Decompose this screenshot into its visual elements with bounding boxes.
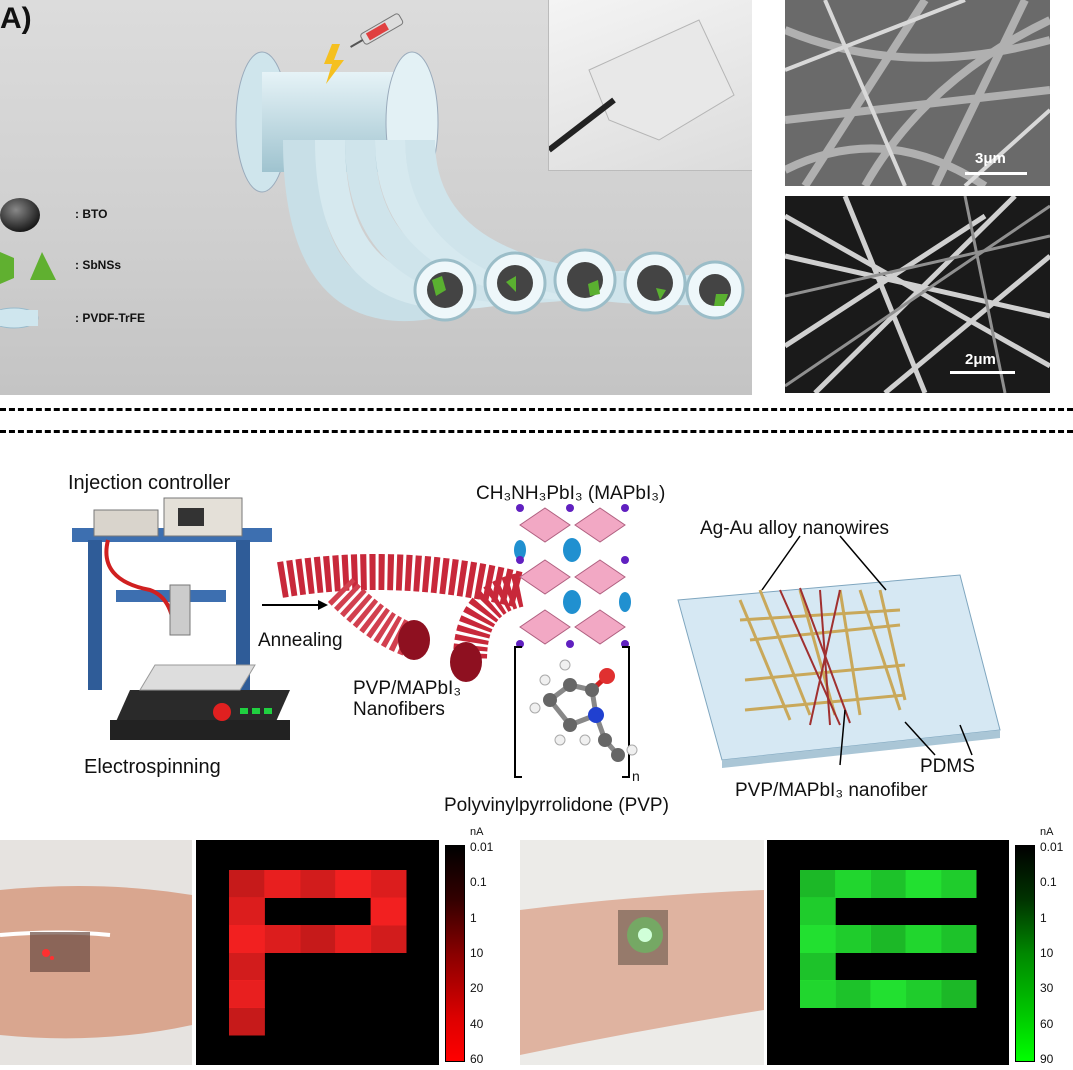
- heatmap-cell: [229, 925, 265, 953]
- heatmap-cell: [905, 980, 942, 1008]
- colorbar-tick-label: 60: [470, 1052, 484, 1066]
- colorbar-green: [1015, 845, 1035, 1062]
- colorbar-tick-label: 0.1: [1040, 875, 1057, 890]
- heatmap-cell: [370, 925, 407, 953]
- heatmap-cell: [800, 925, 836, 953]
- heatmap-p: [196, 840, 439, 1065]
- heatmap-cell: [264, 925, 301, 953]
- heatmap-cell: [264, 870, 301, 898]
- colorbar-tick-label: 30: [1040, 981, 1054, 996]
- colorbar-tick-label: 10: [470, 946, 484, 960]
- heatmap-cell: [335, 870, 372, 898]
- scalebar-label-top: 3μm: [975, 150, 1006, 167]
- heatmap-cell: [370, 870, 407, 898]
- injection-controller-label: Injection controller: [68, 472, 231, 494]
- sem-image-bottom: 2μm: [785, 196, 1050, 393]
- pdms-device-icon: [677, 535, 1001, 768]
- heatmap-cell: [800, 952, 836, 981]
- heatmap-cell: [299, 870, 336, 898]
- electrospinning-fiber-diagram: [0, 13, 745, 329]
- heatmap-cell: [940, 980, 977, 1008]
- heatmap-cell: [940, 925, 977, 953]
- heatmap-cell: [335, 925, 372, 953]
- annealing-label: Annealing: [258, 630, 343, 651]
- colorbar-tick-label: 90: [1040, 1052, 1054, 1066]
- colorbar-tick-label: 10: [1040, 946, 1054, 960]
- sem-image-top: 3μm: [785, 0, 1050, 186]
- pvp-subscript-label: n: [632, 768, 640, 784]
- heatmap-e: [767, 840, 1009, 1065]
- heatmap-cell: [229, 897, 265, 926]
- dashed-separator-bottom: [0, 430, 1073, 433]
- colorbar-tick-label: 20: [470, 981, 484, 996]
- heatmap-cell: [835, 980, 871, 1008]
- pdms-label: PDMS: [920, 756, 975, 777]
- colorbar-tick-label: 1: [470, 910, 477, 925]
- ag-au-nanowires-label: Ag-Au alloy nanowires: [700, 518, 890, 539]
- colorbar-green-ticks: 0.01 0.1 1 10 30 60 90: [1040, 840, 1073, 1066]
- colorbar-tick-label: 0.01: [1040, 840, 1064, 854]
- heatmap-cell: [370, 897, 407, 926]
- colorbar-red: [445, 845, 465, 1062]
- colorbar-tick-label: 0.01: [470, 840, 494, 854]
- panel-a-illustration: A): [0, 0, 752, 395]
- dashed-separator-top: [0, 408, 1073, 411]
- electrospinning-machine-icon: [72, 497, 290, 740]
- mapbi3-label: CH₃NH₃PbI₃ (MAPbI₃): [476, 483, 666, 504]
- colorbar-red-ticks: 0.01 0.1 1 10 20 40 60: [470, 840, 510, 1066]
- legend-bto: : BTO: [75, 207, 108, 221]
- heatmap-cell: [299, 925, 336, 953]
- heatmap-cell: [940, 870, 977, 898]
- sphere-icon: [0, 198, 40, 232]
- heatmap-cell: [905, 925, 942, 953]
- nanofibers-label-line2: Nanofibers: [353, 699, 445, 720]
- electrospinning-label: Electrospinning: [84, 756, 221, 778]
- inset-film-photo: [547, 0, 752, 171]
- legend-pvdf-trfe: : PVDF-TrFE: [75, 311, 146, 325]
- arm-photo-green: [520, 840, 764, 1065]
- colorbar-tick-label: 0.1: [470, 875, 487, 890]
- nanofiber-tubes-icon: [277, 554, 525, 682]
- heatmap-cell: [870, 980, 907, 1008]
- pvp-label: Polyvinylpyrrolidone (PVP): [444, 795, 669, 816]
- heatmap-cell: [800, 897, 836, 926]
- colorbar-tick-label: 40: [470, 1016, 484, 1031]
- hexagon-triangle-icon: [0, 252, 14, 284]
- heatmap-cell: [229, 980, 265, 1008]
- heatmap-cell: [870, 870, 907, 898]
- legend-sbnss: : SbNSs: [75, 258, 122, 272]
- pvp-molecule-icon: [514, 646, 638, 778]
- colorbar-tick-label: 1: [1040, 910, 1047, 925]
- heatmap-cell: [229, 952, 265, 981]
- nanofiber-label: PVP/MAPbI₃ nanofiber: [735, 780, 928, 801]
- perovskite-crystal-icon: [514, 507, 631, 645]
- colorbar-green-unit: nA: [1040, 826, 1054, 838]
- heatmap-cell: [229, 870, 265, 898]
- heatmap-cell: [870, 925, 907, 953]
- scalebar-label-bottom: 2μm: [965, 351, 996, 368]
- nanofibers-label-line1: PVP/MAPbI₃: [353, 678, 462, 699]
- panel-a-label: A): [0, 2, 32, 35]
- colorbar-red-unit: nA: [470, 826, 484, 838]
- heatmap-cell: [905, 870, 942, 898]
- heatmap-cell: [229, 1007, 265, 1036]
- heatmap-cell: [835, 925, 871, 953]
- heatmap-cell: [835, 870, 871, 898]
- colorbar-tick-label: 60: [1040, 1016, 1054, 1031]
- heatmap-cell: [800, 870, 836, 898]
- arm-photo-red: [0, 840, 192, 1065]
- heatmap-cell: [800, 980, 836, 1008]
- panel-b-diagram: Injection controller Electrospinning Ann…: [0, 440, 1073, 830]
